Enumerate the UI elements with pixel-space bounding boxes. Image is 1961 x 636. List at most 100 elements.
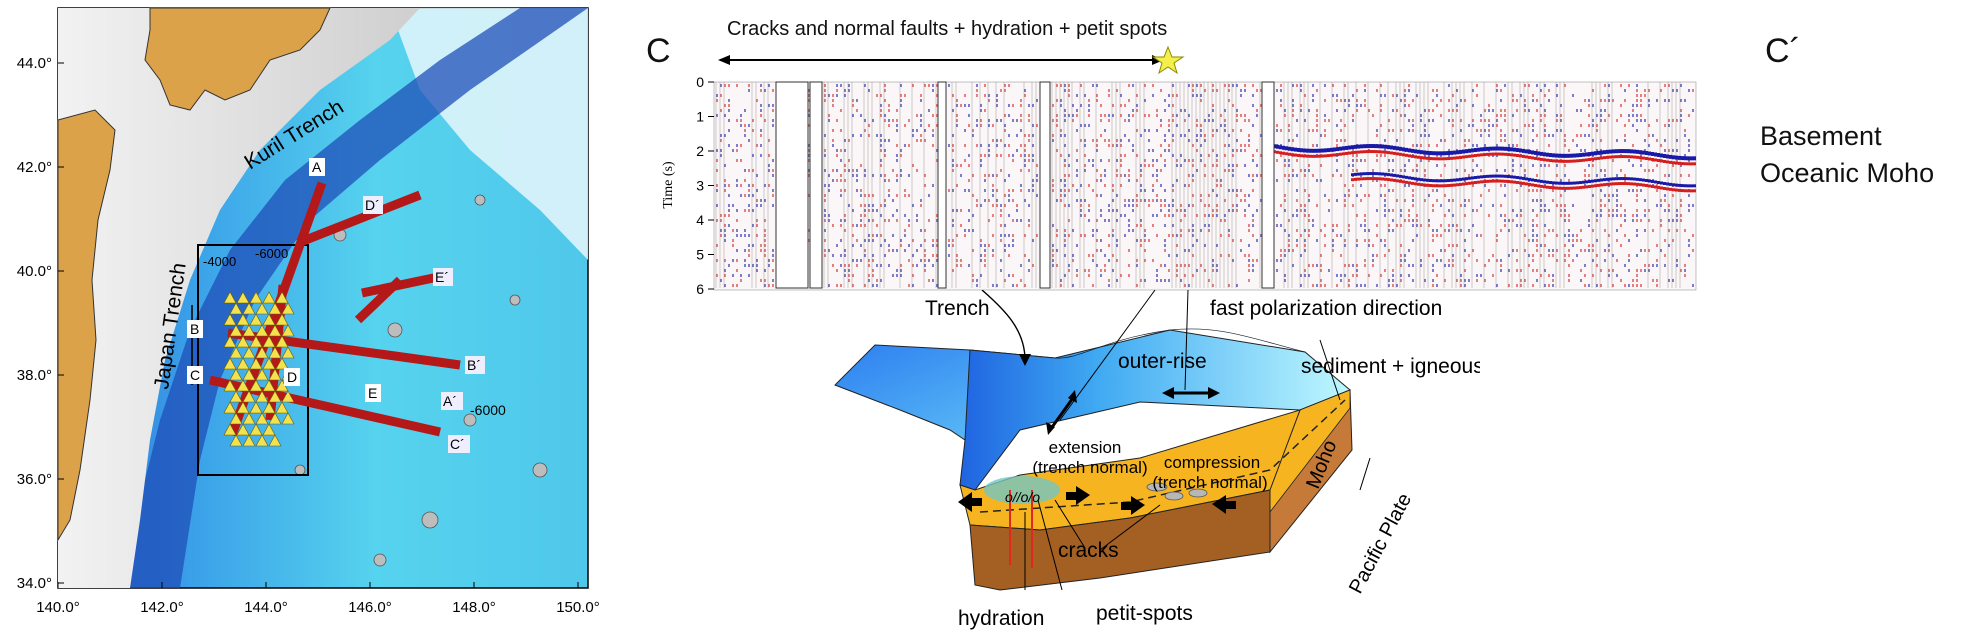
station-triangle [249,423,263,436]
station-triangle [229,390,243,403]
plate-surface [959,329,1351,491]
svg-text:D: D [287,369,297,385]
svg-text:B: B [190,321,199,337]
contour-label-4000: -4000 [203,254,236,269]
time-tick-label: 0 [696,74,704,90]
station-triangle [249,379,263,392]
station-triangle [255,412,269,425]
station-triangle [275,313,289,326]
profile-d [296,190,422,248]
lon-tick-label: 146.0° [348,599,392,616]
cracks-label: cracks [1058,539,1119,562]
station-triangle [275,401,289,414]
station-triangle [223,357,237,370]
station-triangle [255,434,269,447]
station-triangle [262,423,276,436]
station-triangle [281,412,295,425]
station-triangle [262,379,276,392]
station-triangle [268,434,282,447]
sediment-label: sediment + igneous crust [1301,355,1480,378]
lon-tick-label: 144.0° [244,599,288,616]
station-triangle [242,302,256,315]
svg-text:C´: C´ [450,436,465,452]
station-triangle [262,313,276,326]
profile-b [227,328,461,370]
lat-tick-label: 44.0° [17,55,52,72]
extension-sub-label: (trench normal) [1032,458,1147,477]
section-label-c-prime: C´ [1765,32,1801,70]
lat-tick-label: 38.0° [17,367,52,384]
station-triangle [275,291,289,304]
bathymetry-map: -4000 -6000 -6000 Kuril Trench Japan Tre… [17,7,600,616]
svg-text:D´: D´ [365,197,380,213]
time-tick-label: 6 [696,281,704,297]
station-triangle [249,291,263,304]
station-triangle [242,324,256,337]
station-triangle [236,335,250,348]
trench-label: Trench [925,297,990,320]
station-triangle [275,335,289,348]
section-label-c: C [646,32,671,70]
station-triangle [229,368,243,381]
station-triangle [223,423,237,436]
lon-tick-label: 140.0° [36,599,80,616]
lat-tick-label: 42.0° [17,159,52,176]
station-triangle [236,379,250,392]
oceanic-moho-label: Oceanic Moho [1760,158,1935,188]
station-triangle [236,357,250,370]
pacific-plate-label: Pacific Plate [1345,490,1416,598]
station-triangle [268,412,282,425]
station-triangle [262,401,276,414]
trace-gaps [775,81,1275,289]
station-triangle [255,346,269,359]
station-triangle [223,335,237,348]
profile-letters: A D´ E´ B B´ C D E A´ C´ [187,158,485,453]
cracks-ovals [1146,482,1208,501]
svg-text:B´: B´ [467,357,481,373]
station-triangle [255,302,269,315]
hydration-label: hydration [958,607,1044,630]
profile-e-cross [354,276,404,324]
station-triangle [275,357,289,370]
station-triangle [262,357,276,370]
station-triangle [229,412,243,425]
mantle-layer [969,489,1271,591]
svg-text:E´: E´ [435,269,449,285]
station-triangle [223,291,237,304]
profile-c [209,375,441,437]
hydration-zone [984,476,1060,504]
time-tick-label: 1 [696,109,704,125]
crack-zone-label: Cracks and normal faults + hydration + p… [727,18,1168,40]
petit-spots-label: petit-spots [1096,602,1193,625]
station-triangle [236,423,250,436]
lat-axis: 44.0°42.0°40.0°38.0°36.0°34.0° [17,55,52,592]
extension-label: extension [1049,438,1122,457]
svg-text:A: A [312,159,322,175]
station-triangle [268,324,282,337]
outer-rise-label: outer-rise [1118,350,1207,373]
lat-tick-label: 34.0° [17,575,52,592]
continental-slope [58,8,420,588]
fast-polarization-label: fast polarization direction [1210,297,1442,320]
station-triangle [236,313,250,326]
time-tick-label: 4 [696,212,704,228]
station-triangle [242,368,256,381]
station-triangle [229,434,243,447]
seamounts [294,194,548,567]
station-triangles [223,291,295,447]
station-triangle [242,390,256,403]
stress-arrows [958,486,1236,515]
station-triangle [223,379,237,392]
station-triangle [268,302,282,315]
station-triangle [242,346,256,359]
station-triangle [281,324,295,337]
station-triangle [281,346,295,359]
station-triangle [229,346,243,359]
station-triangle [262,335,276,348]
station-triangle [262,291,276,304]
contour-label-6000: -6000 [255,246,288,261]
star-marker [1151,45,1185,75]
station-triangle [268,346,282,359]
block-diagram: o//o/o Trench fast polarization directio… [834,290,1480,630]
